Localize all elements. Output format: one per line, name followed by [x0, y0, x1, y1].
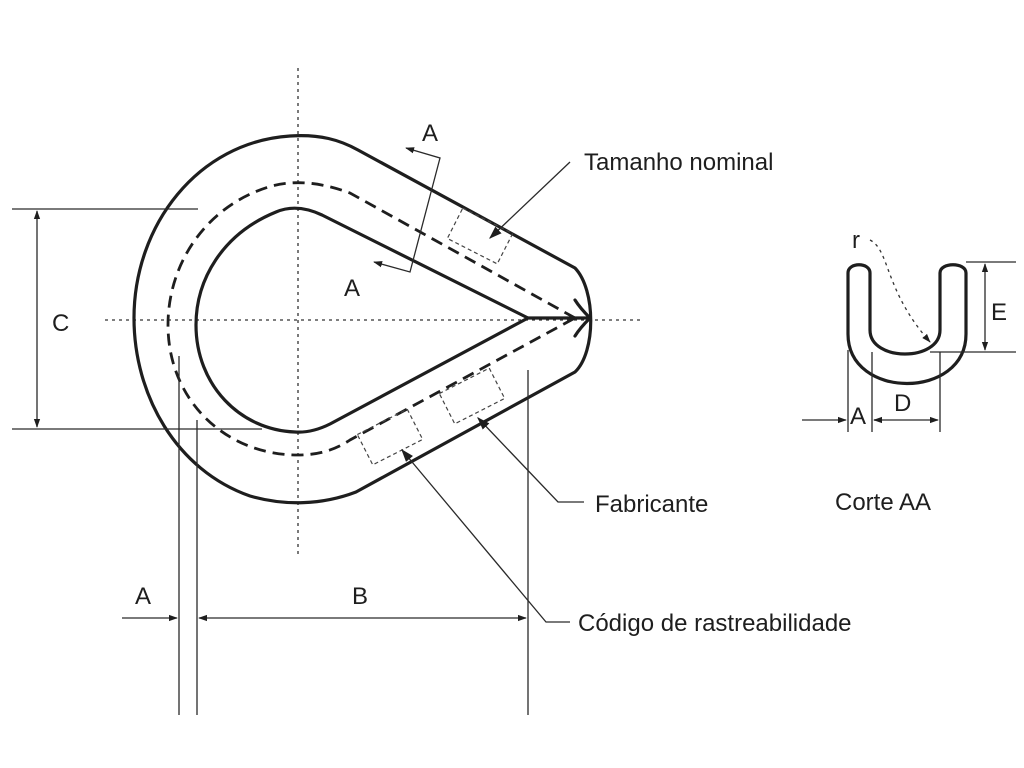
cut-marker-bottom-label: A — [344, 275, 360, 302]
cut-marker-top-label: A — [422, 120, 438, 147]
dim-c-label: C — [52, 310, 69, 337]
nominal-size-leader — [489, 161, 571, 239]
traceability-mark-box — [356, 408, 424, 466]
dimension-a-b: A B — [122, 356, 529, 715]
center-lines — [105, 68, 640, 555]
section-dim-d-label: D — [894, 390, 911, 417]
manufacturer-label: Fabricante — [595, 491, 708, 518]
traceability-label: Código de rastreabilidade — [578, 610, 852, 637]
nominal-size-label: Tamanho nominal — [584, 149, 773, 176]
section-aa-view: A D E r Corte AA — [802, 227, 1016, 516]
section-title: Corte AA — [835, 489, 931, 516]
section-radius-label: r — [852, 227, 860, 254]
section-dim-e-label: E — [991, 299, 1007, 326]
manufacturer-leader — [477, 417, 584, 503]
thimble-body — [132, 134, 593, 505]
thimble-outer-contour — [132, 134, 593, 505]
manufacturer-mark-box — [438, 367, 506, 425]
callouts: Tamanho nominal Fabricante Código de ras… — [401, 149, 852, 637]
dim-b-label: B — [352, 583, 368, 610]
thimble-tip-notch-lower — [573, 316, 592, 338]
dim-a-label: A — [135, 583, 151, 610]
section-dim-a-label: A — [850, 403, 866, 430]
thimble-inner-contour — [194, 206, 530, 434]
marking-boxes — [356, 207, 514, 466]
section-cut-line — [373, 147, 441, 273]
section-cut-marker: A A — [344, 120, 441, 302]
thimble-tip-notch-upper — [573, 298, 592, 320]
groove-dashed-line — [166, 181, 578, 457]
traceability-leader — [401, 449, 570, 623]
section-u-profile — [846, 263, 968, 386]
dimension-c: C — [12, 208, 262, 430]
section-radius-leader — [869, 239, 931, 343]
